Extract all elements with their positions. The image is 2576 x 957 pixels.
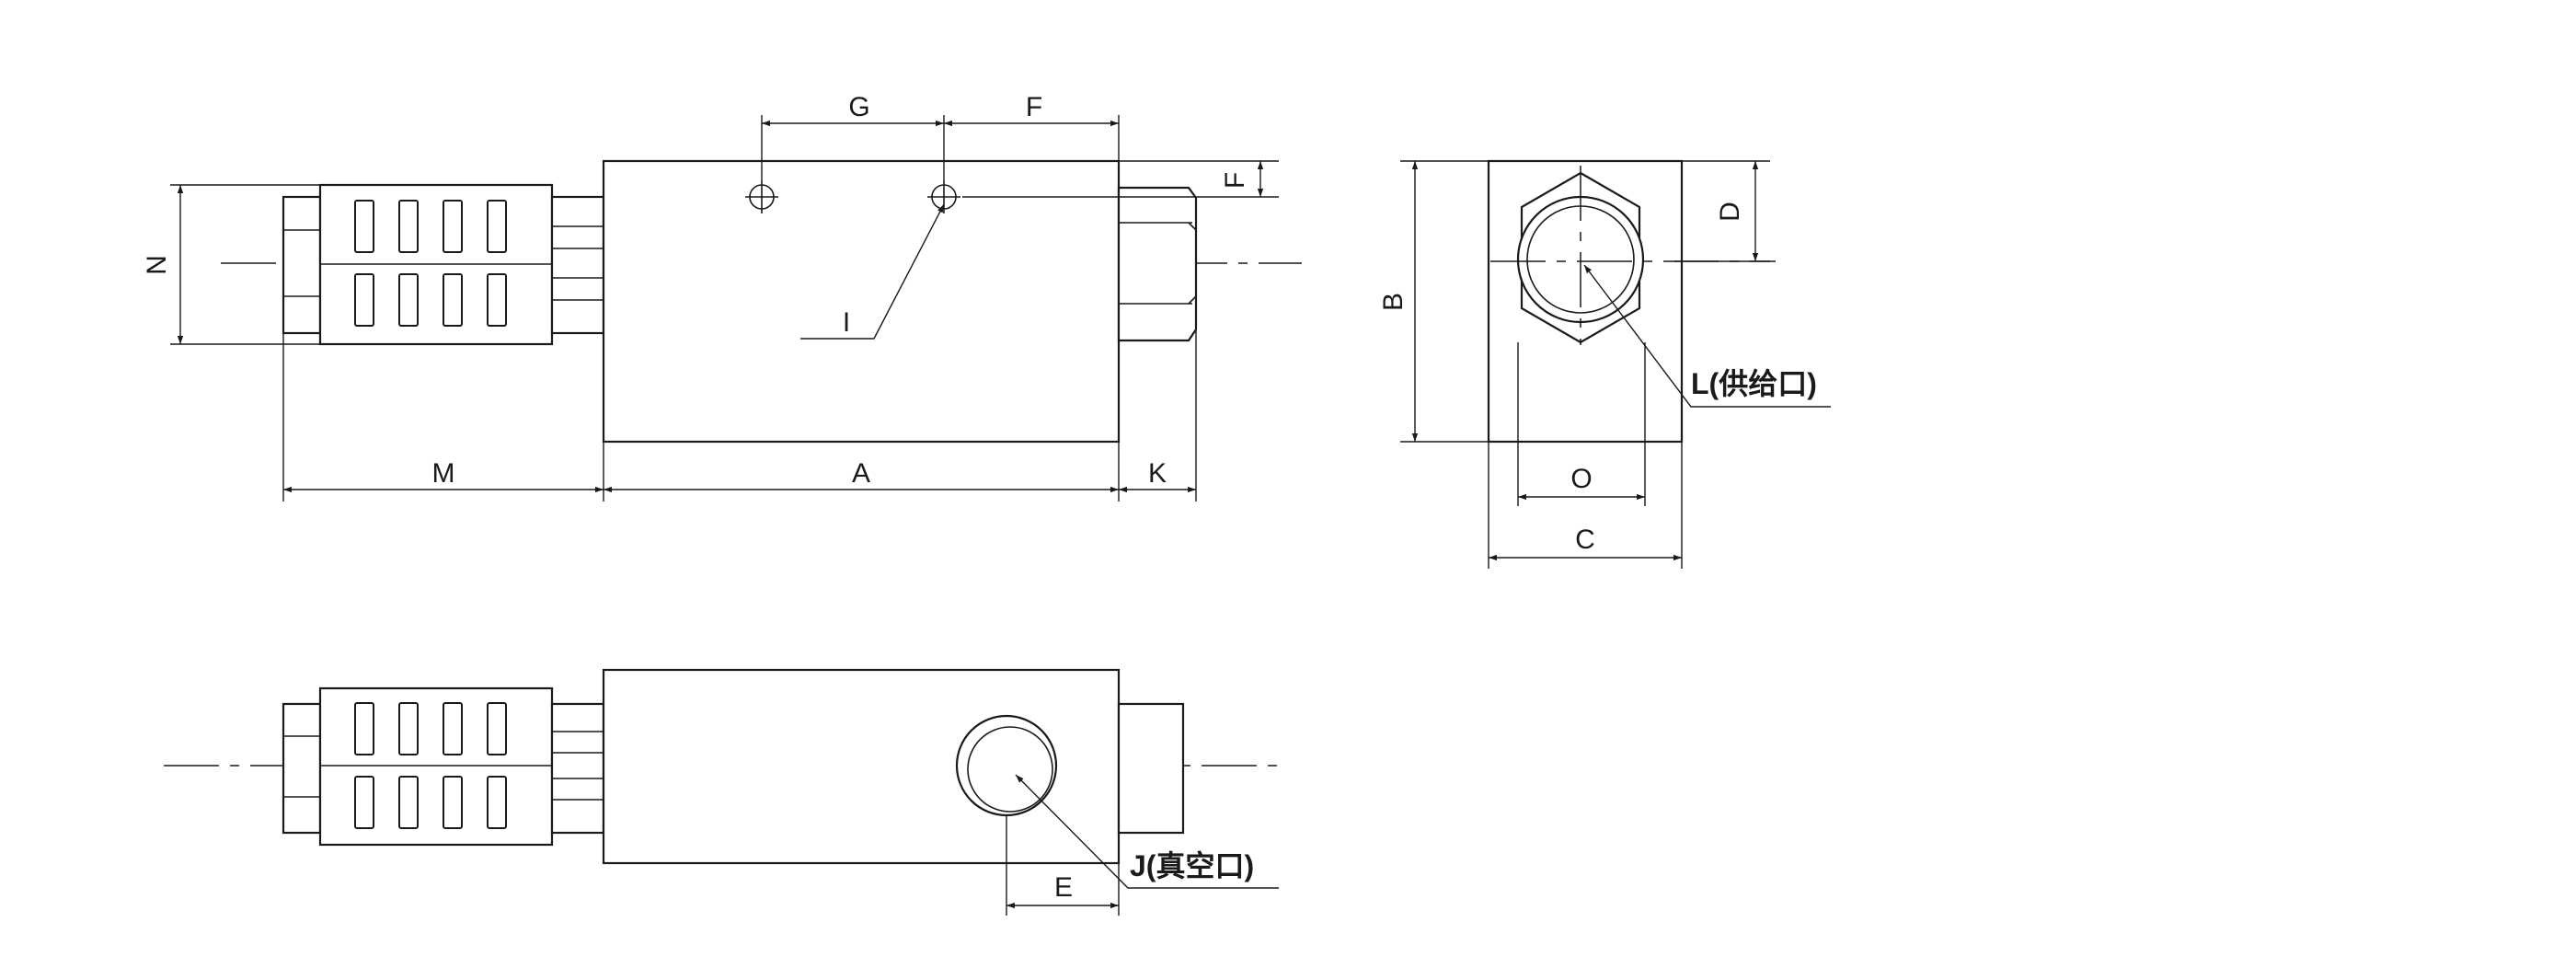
side-view: B D L(供给口) O C	[1378, 159, 1831, 569]
label-N: N	[142, 255, 172, 275]
top-silencer-slots	[354, 200, 507, 327]
leader-J	[1015, 774, 1279, 889]
bottom-neck	[550, 702, 605, 835]
label-A: A	[852, 458, 870, 489]
label-G: G	[848, 92, 869, 122]
label-C: C	[1575, 525, 1595, 555]
label-I: I	[843, 307, 850, 338]
top-neck	[550, 195, 605, 335]
label-F-side: F	[1220, 172, 1250, 189]
top-main-body	[602, 159, 1121, 444]
top-right-hex-fitting	[1117, 186, 1198, 342]
bottom-silencer-slots	[354, 702, 507, 829]
bottom-view: J(真空口) E	[164, 668, 1279, 916]
bottom-right-fitting	[1117, 702, 1185, 835]
top-view: G F F N I M A K	[142, 92, 1302, 502]
label-E: E	[1054, 872, 1073, 903]
label-L: L(供给口)	[1691, 367, 1817, 400]
bottom-vacuum-port-inner	[967, 726, 1053, 813]
top-port-right	[927, 180, 960, 213]
leader-L	[1583, 264, 1831, 408]
label-D: D	[1715, 202, 1745, 222]
label-F-top: F	[1026, 92, 1042, 122]
top-port-left	[745, 180, 778, 213]
label-J: J(真空口)	[1130, 849, 1254, 882]
leader-I	[800, 203, 945, 340]
label-M: M	[432, 458, 455, 489]
label-B: B	[1378, 293, 1409, 311]
label-O: O	[1570, 464, 1592, 494]
top-left-flange	[282, 195, 322, 335]
label-K: K	[1148, 458, 1167, 489]
bottom-left-flange	[282, 702, 322, 835]
